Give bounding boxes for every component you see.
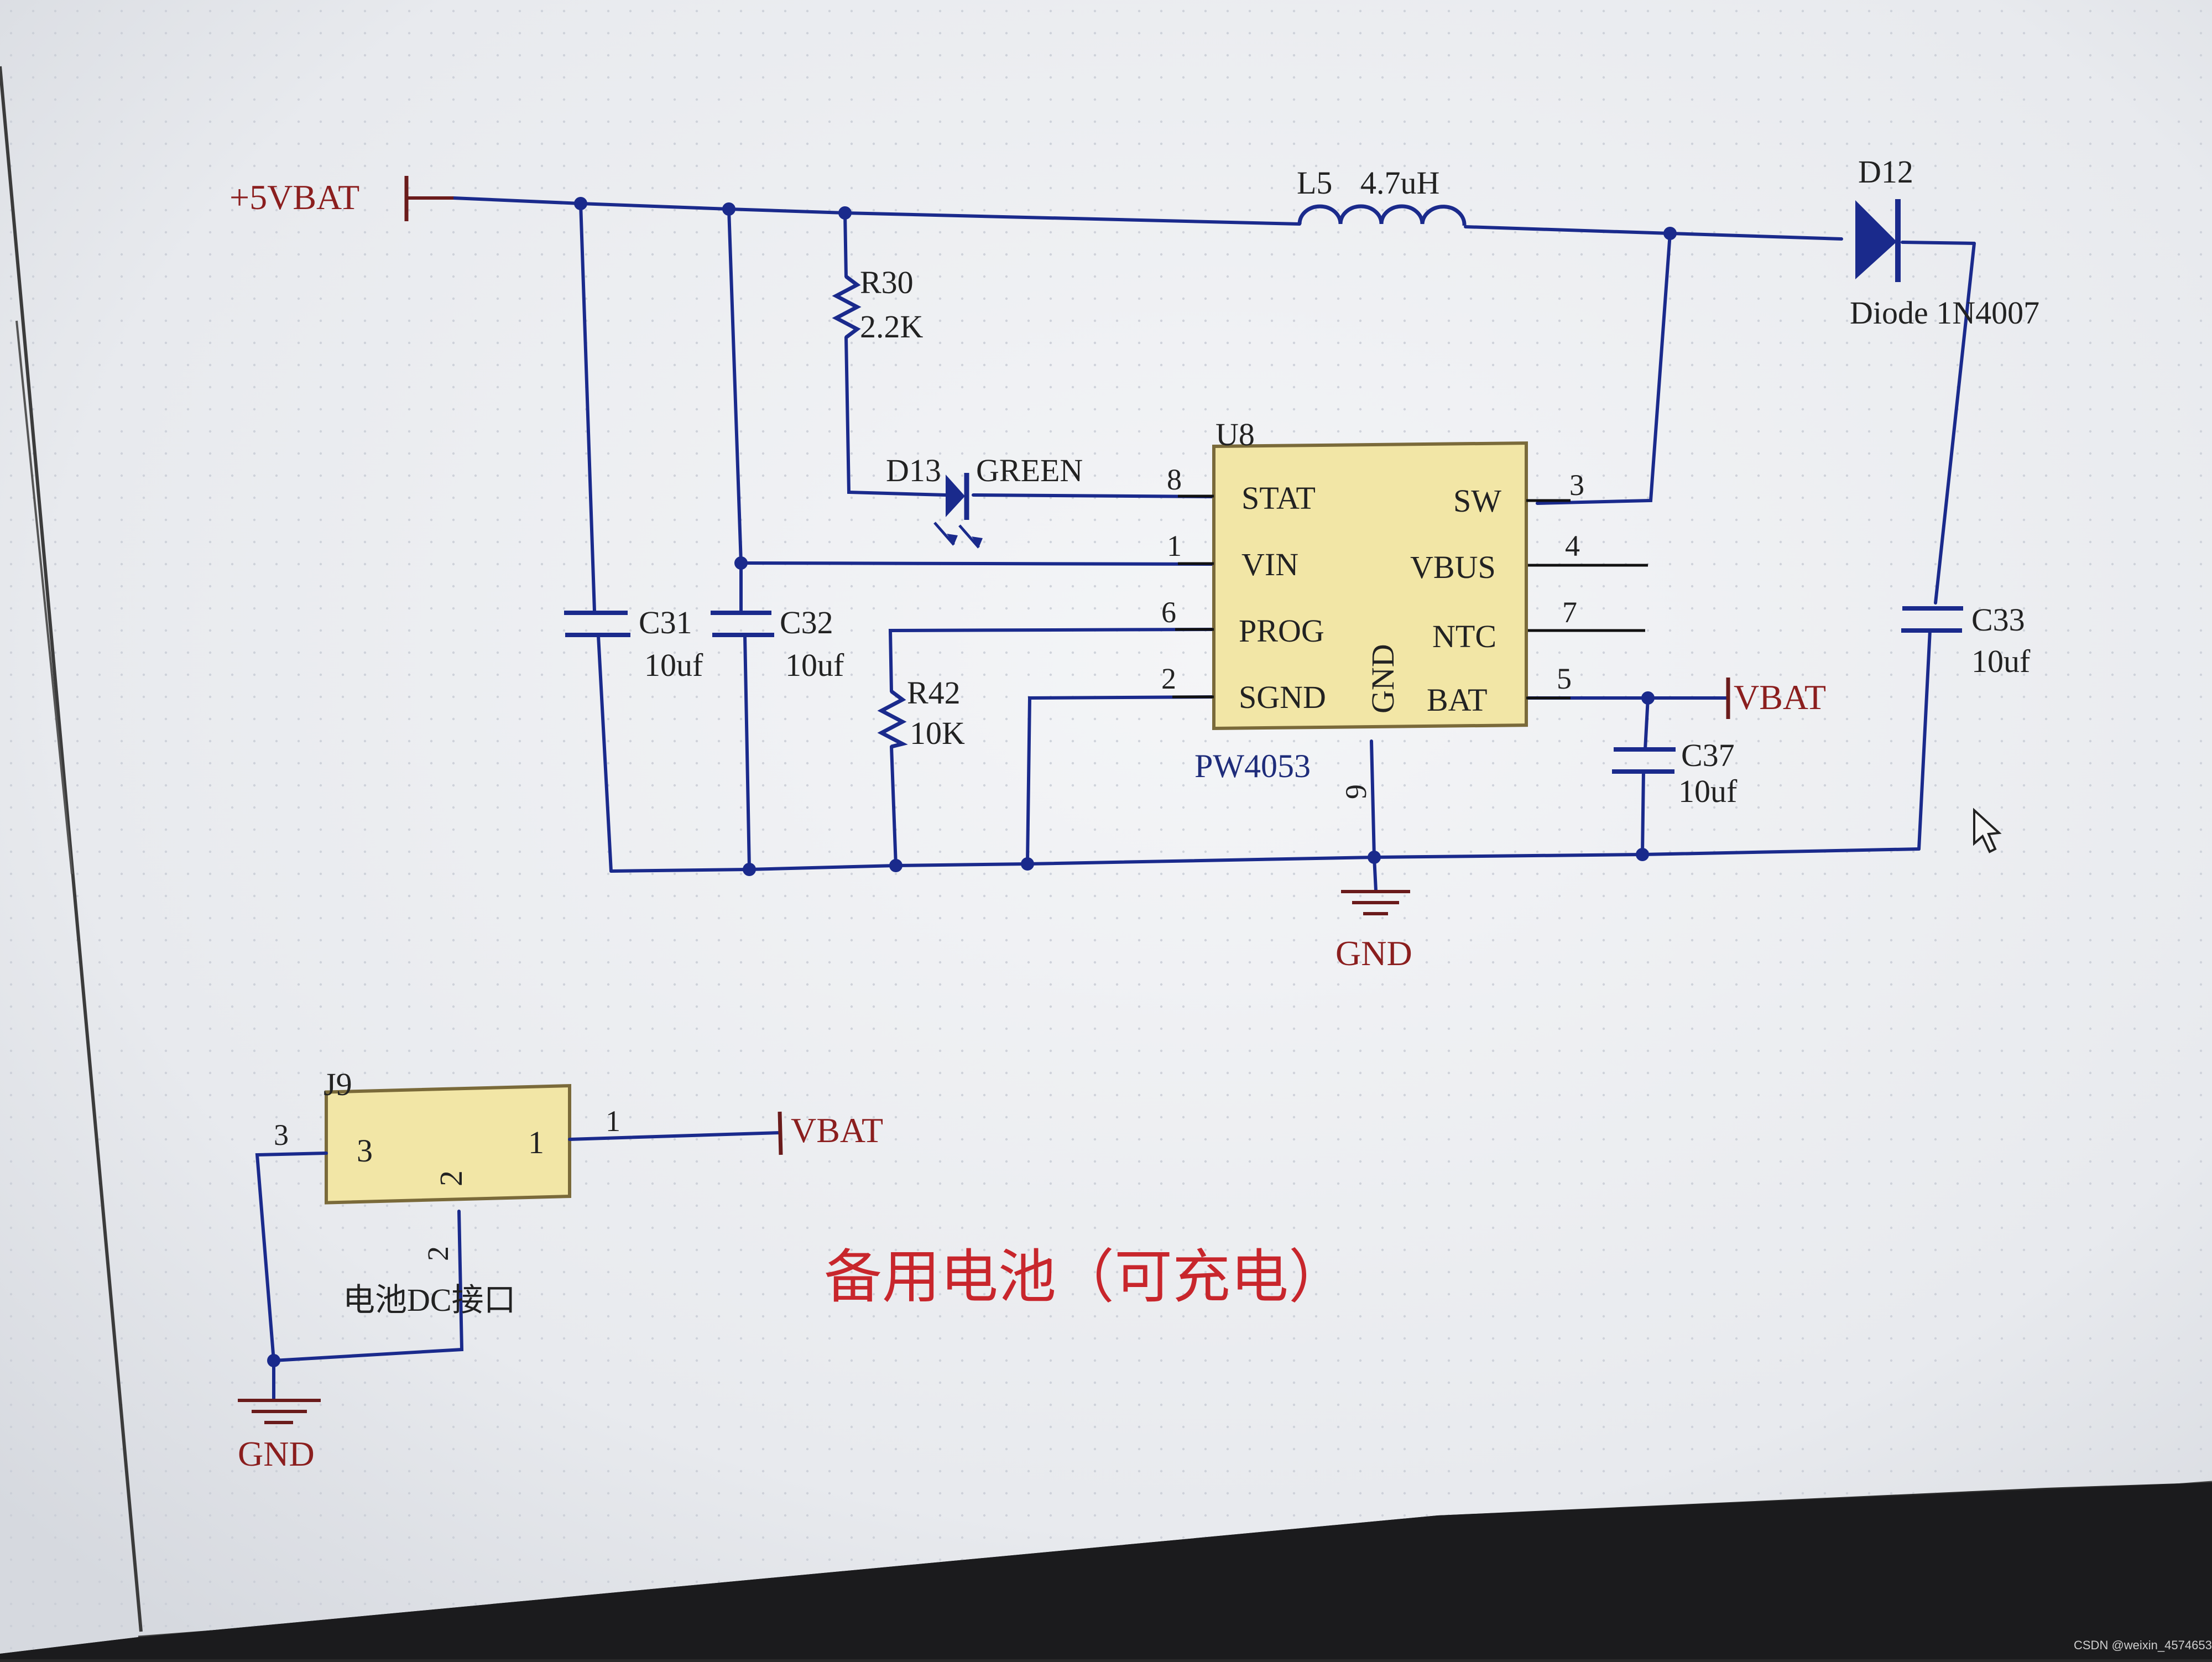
title-note: 备用电池（可充电） xyxy=(824,1243,1347,1311)
connector-j9[interactable]: J9 3 1 2 3 2 1 电池DC接口 xyxy=(255,1066,781,1367)
net-label-5vbat: +5VBAT xyxy=(229,178,359,217)
pin-num-5: 5 xyxy=(1557,662,1572,695)
net-label-vbat-bat: VBAT xyxy=(1734,678,1826,717)
c32-ref: C32 xyxy=(780,605,833,640)
r42-ref: R42 xyxy=(907,675,961,711)
c33-ref: C33 xyxy=(1971,602,2025,638)
ic-part: PW4053 xyxy=(1194,748,1311,784)
resistor-r42[interactable]: R42 10K xyxy=(877,675,965,751)
resistor-r30[interactable]: R30 2.2K xyxy=(832,264,924,345)
j9-ref: J9 xyxy=(324,1066,352,1102)
watermark: CSDN @weixin_45746530 xyxy=(2074,1638,2212,1652)
pin-num-9: 9 xyxy=(1339,784,1373,799)
power-port-vbat-bat[interactable]: VBAT xyxy=(1725,678,1826,719)
pin-num-1: 1 xyxy=(1167,529,1182,562)
j9-pin2-label: 2 xyxy=(433,1170,469,1186)
j9-wire-pin1: 1 xyxy=(606,1104,620,1138)
pin-num-3: 3 xyxy=(1569,468,1584,502)
pin-num-6: 6 xyxy=(1161,596,1176,629)
power-port-5vbat[interactable]: +5VBAT xyxy=(229,176,453,221)
ic-gnd-label: GND xyxy=(1365,644,1401,713)
capacitor-c31[interactable]: C31 10uf xyxy=(564,605,703,683)
monitor-bezel xyxy=(0,1482,2212,1659)
pin-name-vin: VIN xyxy=(1241,546,1298,582)
c37-value: 10uf xyxy=(1678,773,1738,809)
pin-name-bat: BAT xyxy=(1427,682,1488,718)
wires xyxy=(452,196,1976,892)
j9-comment: 电池DC接口 xyxy=(343,1282,516,1318)
led-value: GREEN xyxy=(976,452,1083,488)
ground-symbol-j9[interactable]: GND xyxy=(238,1361,321,1473)
net-label-vbat-j9: VBAT xyxy=(791,1111,883,1150)
power-port-vbat-j9[interactable]: VBAT xyxy=(778,1111,883,1155)
pin-num-2: 2 xyxy=(1161,662,1176,695)
c32-value: 10uf xyxy=(785,647,844,683)
diode-d12[interactable]: D12 Diode 1N4007 xyxy=(1850,154,2039,331)
pin-name-stat: STAT xyxy=(1241,480,1316,516)
pin-name-sw: SW xyxy=(1453,483,1501,519)
c33-value: 10uf xyxy=(1971,643,2031,679)
c37-ref: C37 xyxy=(1681,737,1735,773)
led-ref: D13 xyxy=(886,452,941,488)
j9-wire-pin2: 2 xyxy=(421,1246,455,1261)
net-label-gnd-main: GND xyxy=(1335,934,1412,973)
inductor-ref: L5 xyxy=(1297,165,1332,201)
ic-u8[interactable]: U8 PW4053 GND STAT 8 VIN 1 PROG 6 SGND 2… xyxy=(1161,416,1584,799)
inductor-l5[interactable]: L5 4.7uH xyxy=(1297,165,1467,226)
pin-name-ntc: NTC xyxy=(1432,618,1496,654)
j9-pin3-label: 3 xyxy=(357,1133,373,1169)
c31-value: 10uf xyxy=(644,647,703,683)
capacitor-c32[interactable]: C32 10uf xyxy=(711,605,844,683)
pin-num-8: 8 xyxy=(1167,463,1182,496)
diode-value: Diode 1N4007 xyxy=(1850,295,2039,331)
pin-name-vbus: VBUS xyxy=(1410,549,1496,585)
net-label-gnd-j9: GND xyxy=(238,1434,315,1473)
diode-ref: D12 xyxy=(1858,154,1913,190)
pin-num-4: 4 xyxy=(1565,529,1580,562)
ic-ref: U8 xyxy=(1215,416,1255,452)
r30-ref: R30 xyxy=(860,264,914,300)
capacitor-c33[interactable]: C33 10uf xyxy=(1901,602,2031,679)
pin-name-sgnd: SGND xyxy=(1239,679,1326,715)
inductor-value: 4.7uH xyxy=(1360,165,1439,201)
j9-pin1-label: 1 xyxy=(528,1124,544,1160)
pin-name-prog: PROG xyxy=(1239,613,1324,649)
pin-num-7: 7 xyxy=(1562,596,1577,629)
ground-symbol-main[interactable]: GND xyxy=(1335,890,1412,973)
junctions xyxy=(574,197,1677,876)
r42-value: 10K xyxy=(910,715,965,751)
r30-value: 2.2K xyxy=(860,309,924,345)
capacitor-c37[interactable]: C37 10uf xyxy=(1612,737,1738,809)
mouse-cursor xyxy=(1973,807,2002,853)
led-d13[interactable]: D13 GREEN xyxy=(886,452,1083,549)
c31-ref: C31 xyxy=(639,605,692,640)
j9-wire-pin3: 3 xyxy=(274,1118,289,1152)
sheet-border-inner xyxy=(15,320,73,874)
